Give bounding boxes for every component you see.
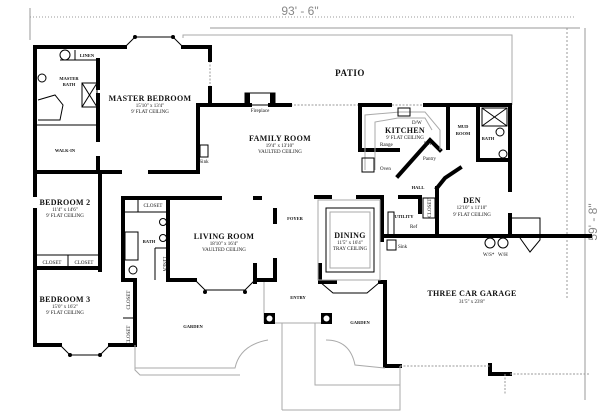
walk-in-label: WALK-IN bbox=[55, 148, 76, 153]
room-name: LIVING ROOM bbox=[194, 232, 255, 241]
living-room-label: LIVING ROOM 18'10" x 16'4" VAULTED CEILI… bbox=[194, 232, 255, 253]
room-ceiling: 9' FLAT CEILING bbox=[46, 214, 84, 219]
patio-label: PATIO bbox=[335, 68, 365, 78]
room-name: MASTER BEDROOM bbox=[109, 94, 192, 103]
room-ceiling: TRAY CEILING bbox=[333, 247, 368, 252]
room-name: KITCHEN bbox=[385, 126, 425, 135]
room-size: 18'10" x 16'4" bbox=[210, 242, 238, 247]
dishwasher-label: D/W bbox=[412, 121, 422, 126]
room-size: 15'10" x 13'4" bbox=[136, 104, 164, 109]
room-labels: PATIO MASTER BEDROOM 15'10" x 13'4" 9' F… bbox=[40, 53, 517, 344]
master-bedroom-label: MASTER BEDROOM 15'10" x 13'4" 9' FLAT CE… bbox=[109, 94, 192, 115]
garage-label: THREE CAR GARAGE 31'5" x 23'8" bbox=[427, 289, 516, 305]
den-closet-label: CLOSET bbox=[428, 199, 433, 218]
hall-label: HALL bbox=[412, 185, 425, 190]
room-ceiling: 9' FLAT CEILING bbox=[386, 136, 424, 141]
room-size: 11'5" x 16'4" bbox=[337, 241, 363, 246]
master-bath-label-2: BATH bbox=[63, 82, 76, 87]
range-label: Range bbox=[380, 143, 394, 148]
room-size: 31'5" x 23'8" bbox=[459, 300, 485, 305]
bedroom-3-label: BEDROOM 3 15'0" x 16'2" 9' FLAT CEILING bbox=[40, 295, 91, 316]
room-ceiling: VAULTED CEILING bbox=[258, 150, 302, 155]
room-size: 12'10" x 11'10" bbox=[457, 206, 488, 211]
overall-depth-dimension: 59' - 8" bbox=[566, 28, 600, 400]
linen-label: LINEN bbox=[80, 53, 95, 58]
room-name: DINING bbox=[334, 231, 366, 240]
utility-ref-label: Ref bbox=[410, 225, 418, 230]
bedroom-3-closet-2-label: CLOSET bbox=[127, 326, 132, 345]
kitchen-ref-label: Ref bbox=[424, 142, 432, 147]
master-bath-label: MASTER bbox=[59, 76, 79, 81]
bedroom-2-closet-2-label: CLOSET bbox=[75, 261, 94, 266]
room-size: 11'4" x 14'6" bbox=[52, 208, 78, 213]
oven-label: Oven bbox=[380, 167, 391, 172]
room-ceiling: 9' FLAT CEILING bbox=[46, 311, 84, 316]
mud-room-label: MUD bbox=[458, 124, 469, 129]
room-name: THREE CAR GARAGE bbox=[427, 289, 516, 298]
room-size: 19'4" x 13'10" bbox=[266, 144, 294, 149]
den-label: DEN 12'10" x 11'10" 9' FLAT CEILING bbox=[453, 196, 491, 218]
room-name: DEN bbox=[463, 196, 481, 205]
kitchen-label: KITCHEN 9' FLAT CEILING bbox=[385, 126, 425, 141]
foyer-label: FOYER bbox=[287, 216, 304, 221]
garden-left-label: GARDEN bbox=[183, 324, 203, 329]
patio-outline bbox=[182, 34, 513, 105]
entry-label: ENTRY bbox=[290, 295, 306, 300]
water-softener-label: W/S* bbox=[483, 253, 495, 258]
room-ceiling: 9' FLAT CEILING bbox=[131, 110, 169, 115]
room-name: FAMILY ROOM bbox=[249, 134, 311, 143]
mud-bath-label: BATH bbox=[482, 136, 495, 141]
room-ceiling: VAULTED CEILING bbox=[202, 248, 246, 253]
family-room-label: FAMILY ROOM 19'4" x 13'10" VAULTED CEILI… bbox=[249, 134, 311, 155]
garden-right-label: GARDEN bbox=[350, 320, 370, 325]
room-name: BEDROOM 3 bbox=[40, 295, 91, 304]
room-ceiling: 9' FLAT CEILING bbox=[453, 213, 491, 218]
hall-bath-label: BATH bbox=[143, 239, 156, 244]
hall-linen-label: LINEN bbox=[161, 257, 166, 272]
utility-sink-label: Sink bbox=[398, 245, 408, 250]
hall-closet-label: CLOSET bbox=[144, 204, 163, 209]
depth-dimension-label: 59' - 8" bbox=[586, 203, 600, 240]
fireplace-label: Fireplace bbox=[251, 109, 270, 114]
bedroom-2-closet-1-label: CLOSET bbox=[43, 261, 62, 266]
pantry-label: Pantry bbox=[423, 157, 437, 162]
bedroom-3-closet-1-label: CLOSET bbox=[127, 291, 132, 310]
width-dimension-label: 93' - 6" bbox=[281, 4, 318, 18]
mud-room-label-2: ROOM bbox=[456, 131, 471, 136]
interior-partitions bbox=[35, 49, 590, 411]
family-sink-label: Sink bbox=[199, 160, 209, 165]
utility-label: UTILITY bbox=[394, 214, 414, 219]
bedroom-2-label: BEDROOM 2 11'4" x 14'6" 9' FLAT CEILING bbox=[40, 198, 91, 219]
dining-label: DINING 11'5" x 16'4" TRAY CEILING bbox=[333, 231, 368, 252]
overall-width-dimension: 93' - 6" bbox=[29, 4, 580, 40]
room-size: 15'0" x 16'2" bbox=[52, 305, 78, 310]
room-name: BEDROOM 2 bbox=[40, 198, 91, 207]
water-heater-label: W/H bbox=[498, 253, 508, 258]
